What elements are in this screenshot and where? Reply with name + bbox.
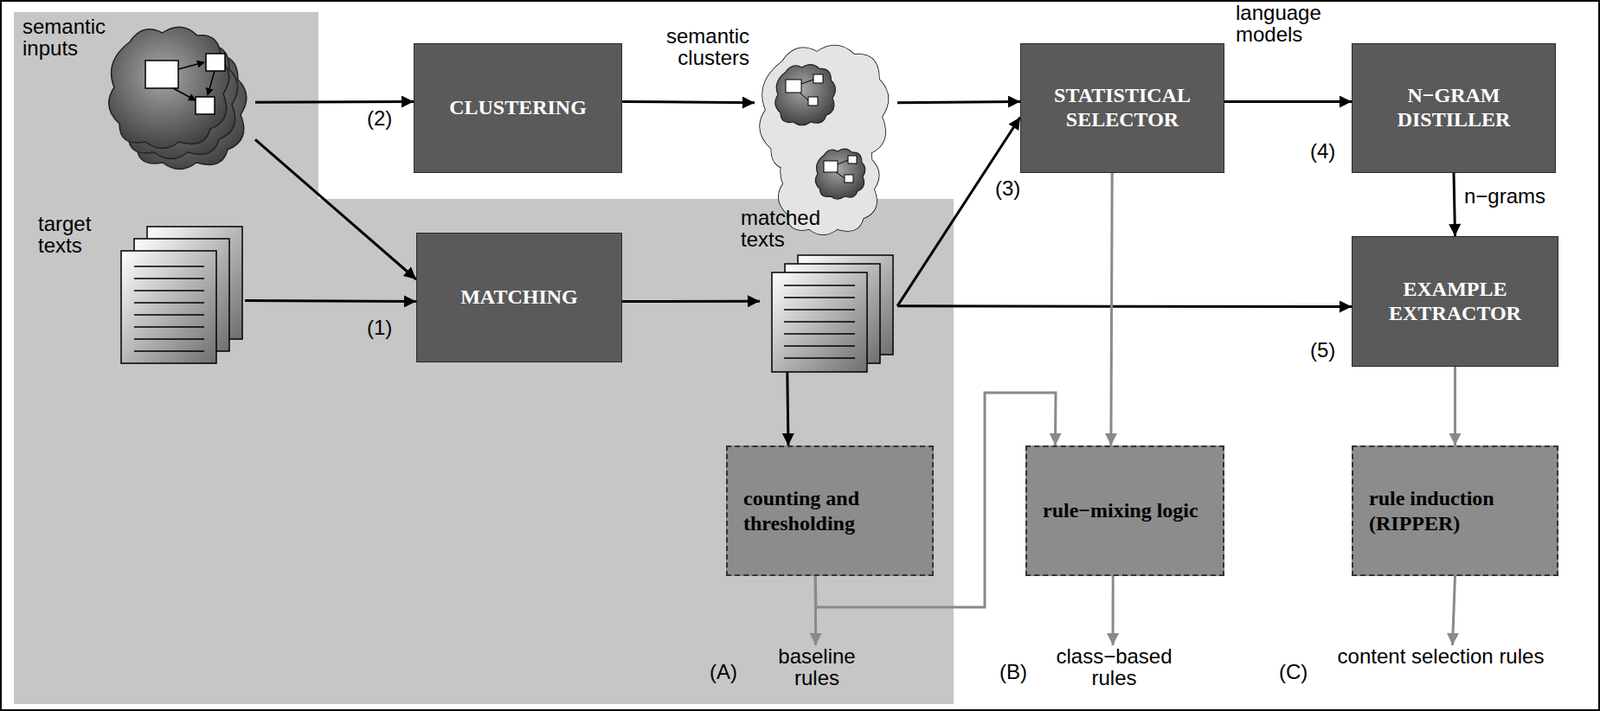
node-text: content selection rules bbox=[1337, 645, 1545, 668]
connector-arrow bbox=[622, 102, 755, 103]
connector-arrow bbox=[897, 102, 1021, 103]
node-text: semantic inputs bbox=[22, 15, 110, 59]
process-box: STATISTICAL SELECTOR bbox=[1020, 43, 1225, 174]
node-text: rule induction (RIPPER) bbox=[1368, 486, 1542, 537]
callout-number: (2) bbox=[366, 107, 392, 129]
text-line bbox=[783, 296, 855, 299]
connector-arrow bbox=[787, 372, 789, 446]
text-line bbox=[134, 338, 205, 341]
connector-arrow bbox=[1453, 173, 1456, 237]
matched-texts-icon bbox=[771, 255, 894, 373]
node-text: semantic clusters bbox=[657, 25, 750, 69]
output-label: content selection rules bbox=[1323, 645, 1558, 703]
edge-label: n−grams bbox=[1464, 185, 1560, 207]
text-line bbox=[134, 314, 205, 316]
connector-arrow bbox=[897, 117, 1021, 307]
node-text: CLUSTERING bbox=[449, 96, 587, 121]
text-line bbox=[783, 345, 855, 347]
input-cloud: semantic inputs bbox=[102, 20, 256, 174]
callout-number: (3) bbox=[995, 177, 1021, 200]
text-line bbox=[134, 326, 205, 328]
text-line bbox=[134, 350, 205, 353]
connector-arrow bbox=[255, 100, 414, 104]
callout-number: (C) bbox=[1278, 661, 1308, 683]
node-text: EXAMPLE EXTRACTOR bbox=[1364, 277, 1546, 326]
process-box: N−GRAM DISTILLER bbox=[1351, 43, 1556, 174]
node-text: baseline rules bbox=[759, 645, 874, 689]
process-box: EXAMPLE EXTRACTOR bbox=[1351, 236, 1559, 367]
node-text: MATCHING bbox=[460, 285, 579, 310]
node-text: target texts bbox=[38, 212, 111, 257]
node-text: N−GRAM DISTILLER bbox=[1364, 83, 1543, 132]
text-line bbox=[783, 308, 855, 311]
node-text: matched texts bbox=[740, 206, 836, 251]
callout-number: (B) bbox=[999, 661, 1028, 683]
cluster-cloud: semantic clusters bbox=[754, 40, 898, 235]
method-box: rule induction (RIPPER) bbox=[1351, 445, 1559, 577]
text-line bbox=[134, 302, 205, 304]
text-line bbox=[783, 284, 855, 287]
connector-arrow bbox=[1453, 366, 1457, 446]
text-line bbox=[134, 289, 205, 292]
target-texts-icon bbox=[121, 226, 243, 364]
node-text: counting and thresholding bbox=[743, 486, 917, 537]
edge-label: language models bbox=[1235, 1, 1349, 45]
callout-number: (5) bbox=[1310, 339, 1336, 361]
node-text: STATISTICAL SELECTOR bbox=[1033, 83, 1212, 132]
process-box: MATCHING bbox=[416, 232, 623, 363]
connector-arrow bbox=[1452, 576, 1456, 646]
connector-arrow bbox=[255, 139, 417, 280]
method-box: counting and thresholding bbox=[726, 445, 934, 577]
node-text: rule−mixing logic bbox=[1042, 498, 1199, 524]
callout-number: (A) bbox=[709, 661, 738, 683]
text-line bbox=[783, 321, 855, 323]
connector-arrow bbox=[244, 300, 417, 302]
document-stack: matched texts bbox=[759, 250, 898, 373]
connector-arrow bbox=[1111, 173, 1112, 446]
text-line bbox=[134, 277, 205, 280]
document-stack: target texts bbox=[112, 224, 245, 368]
shaded-region bbox=[13, 12, 954, 705]
callout-number: (1) bbox=[366, 316, 392, 339]
connector-arrow bbox=[622, 300, 760, 303]
text-line bbox=[134, 265, 205, 268]
semantic-inputs-icon bbox=[109, 26, 247, 169]
process-box: CLUSTERING bbox=[413, 43, 623, 174]
callout-number: (4) bbox=[1310, 140, 1336, 162]
text-line bbox=[783, 357, 855, 360]
method-box: rule−mixing logic bbox=[1025, 445, 1225, 577]
connector-arrow bbox=[897, 304, 1352, 309]
node-text: class−based rules bbox=[1051, 645, 1177, 689]
connector-arrow bbox=[1224, 100, 1352, 103]
text-line bbox=[783, 333, 855, 335]
output-label: baseline rules bbox=[759, 645, 874, 703]
connector-arrow bbox=[1111, 576, 1115, 646]
output-label: class−based rules bbox=[1051, 645, 1177, 703]
